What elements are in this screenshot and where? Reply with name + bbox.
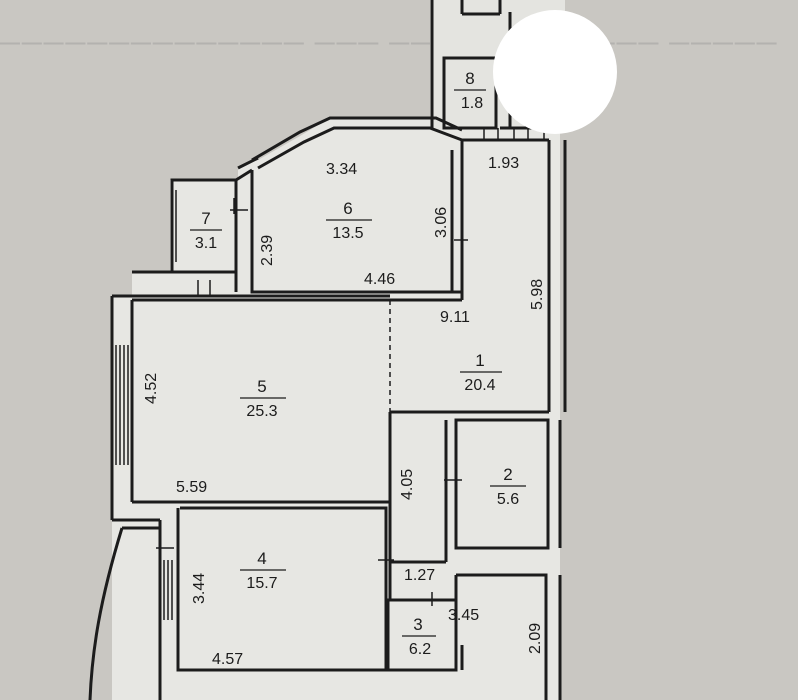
dimension-9-11: 9.11 (440, 309, 470, 326)
dimension-ticks (156, 209, 468, 606)
room-labels: 1 20.4 2 5.6 3 6.2 4 15.7 5 25.3 6 13.5 … (190, 69, 526, 658)
dimension-2-09: 2.09 (527, 623, 544, 654)
room-8-area: 1.8 (461, 95, 483, 112)
privacy-marker (493, 10, 617, 134)
room-8-number: 8 (465, 69, 474, 88)
dimension-1-27: 1.27 (404, 567, 435, 584)
room-6-area: 13.5 (332, 225, 363, 242)
room-4-number: 4 (257, 549, 266, 568)
dimension-3-45: 3.45 (448, 607, 479, 624)
dimension-5-98: 5.98 (529, 279, 546, 310)
dimension-4-57: 4.57 (212, 651, 243, 668)
dimension-3-44: 3.44 (191, 573, 208, 604)
room-6-number: 6 (343, 199, 352, 218)
dimension-4-05: 4.05 (399, 469, 416, 500)
room-4-area: 15.7 (246, 575, 277, 592)
dimension-4-52: 4.52 (143, 373, 160, 404)
dimension-2-39: 2.39 (259, 235, 276, 266)
room-7-number: 7 (201, 209, 210, 228)
dimension-4-46: 4.46 (364, 271, 395, 288)
walls (88, 0, 567, 700)
room-1-area: 20.4 (464, 377, 495, 394)
dimension-3-34: 3.34 (326, 161, 357, 178)
room-5-number: 5 (257, 377, 266, 396)
room-3-number: 3 (413, 615, 422, 634)
dimension-labels: 3.34 3.06 4.46 2.39 1.93 5.98 9.11 4.52 … (143, 155, 546, 668)
room-2-area: 5.6 (497, 491, 519, 508)
room-2-number: 2 (503, 465, 512, 484)
room-1-number: 1 (475, 351, 484, 370)
dimension-3-06: 3.06 (433, 207, 450, 238)
room-3-area: 6.2 (409, 641, 431, 658)
room-7-area: 3.1 (195, 235, 217, 252)
dimension-1-93: 1.93 (488, 155, 519, 172)
room-5-area: 25.3 (246, 403, 277, 420)
window-marks (115, 128, 545, 620)
dimension-5-59: 5.59 (176, 479, 207, 496)
